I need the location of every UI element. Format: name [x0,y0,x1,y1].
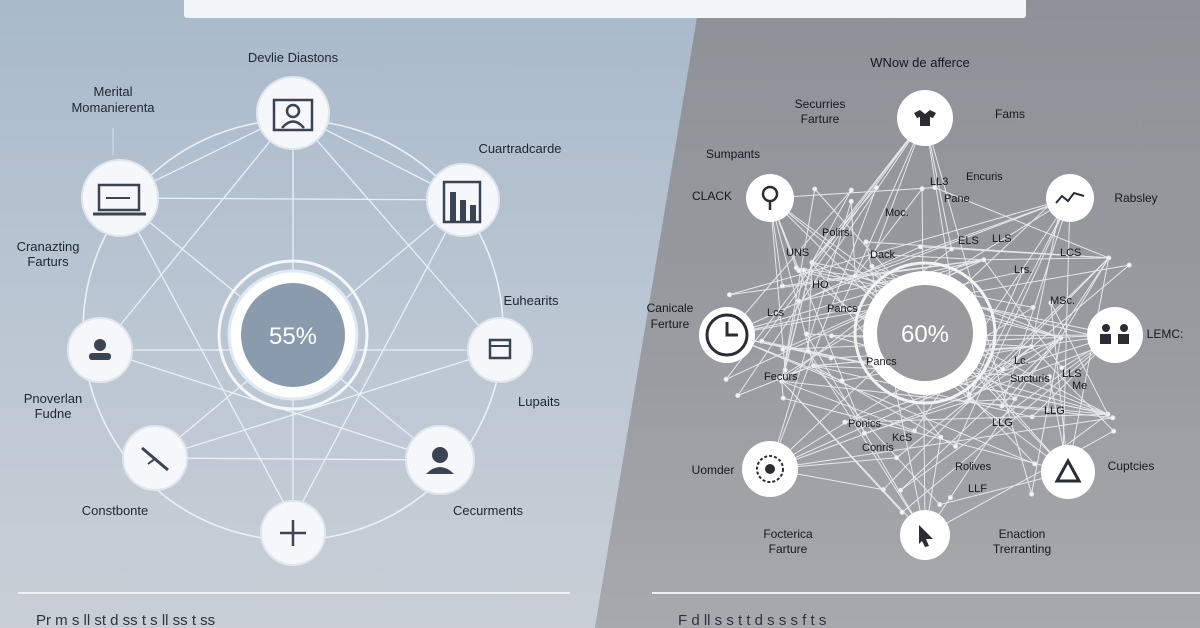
tools-icon[interactable] [122,425,188,491]
triangle-icon[interactable] [1041,445,1095,499]
left-heading: Devlie Diastons [248,50,339,65]
label-constbonte: Constbonte [82,503,149,518]
right-center-value: 60% [901,321,949,348]
right-center-glow [853,261,997,405]
clock-icon[interactable] [699,307,755,363]
label-farture-top: Farture [801,112,840,126]
left-center-glow [217,259,369,411]
cluster-word: Lc. [1014,355,1029,367]
label-momanierenta: Momanierenta [71,100,155,115]
cluster-word: LCS [1060,247,1081,259]
bar-chart-icon[interactable] [426,163,500,237]
user-icon[interactable] [67,317,133,383]
label-ferture: Ferture [651,317,690,331]
label-trerranting: Trerranting [993,542,1051,556]
label-lemc: LEMC: [1147,327,1184,341]
person-frame-icon[interactable] [256,76,330,150]
left-network: 55% [17,50,562,566]
cluster-word: Moc. [885,207,909,219]
globe-icon[interactable] [742,441,798,497]
cluster-word: Rolives [955,461,992,473]
people-icon[interactable] [1087,307,1143,363]
label-farturs: Farturs [27,254,69,269]
cluster-word: KcS [892,432,912,444]
label-lupaits: Lupaits [518,394,560,409]
cluster-word: HO [812,279,829,291]
cluster-word: Pane [944,193,970,205]
cluster-word: Lrs. [1014,264,1032,276]
label-cecurments: Cecurments [453,503,524,518]
right-footer-text: F d ll s s t t d s s s f t s [678,612,827,628]
cluster-word: LLS [992,233,1012,245]
label-fudne: Fudne [35,406,72,421]
label-farture-bottom: Farture [769,542,808,556]
profile-icon[interactable] [405,425,475,495]
label-sumpants: Sumpants [706,147,760,161]
left-center-fill [241,283,345,387]
cluster-word: Dack [870,249,896,261]
label-cuartradcarde: Cuartradcarde [478,141,561,156]
cluster-word: MSc. [1050,295,1075,307]
cluster-word: Pancs [827,303,858,315]
cluster-word: LLF [968,483,987,495]
cluster-word: Polirs. [822,227,853,239]
right-center-fill [877,285,973,381]
cluster-word: Ponics [848,418,882,430]
trend-line-icon[interactable] [1046,174,1094,222]
cluster-word: Lcs [767,307,785,319]
left-center-value: 55% [269,323,317,350]
cluster-word: Me [1072,380,1087,392]
cursor-icon[interactable] [900,510,950,560]
label-pnoverlan: Pnoverlan [24,391,83,406]
label-securries: Securries [795,97,846,111]
screen-icon[interactable] [467,317,533,383]
right-network: 60% [647,55,1184,560]
cluster-word: Pancs [866,356,897,368]
left-footer-text: Pr m s ll st d ss t s ll ss t ss [36,612,216,628]
label-uomder: Uomder [692,463,735,477]
label-focterica: Focterica [763,527,813,541]
location-pin-icon[interactable] [746,174,794,222]
cluster-word: UNS [786,247,809,259]
label-enaction: Enaction [999,527,1046,541]
cluster-word: LLG [992,417,1013,429]
cluster-word: Encuris [966,171,1003,183]
cluster-word: LLS [1062,368,1082,380]
label-rabsley: Rabsley [1114,191,1157,205]
label-cranazting: Cranazting [17,239,80,254]
left-divider [18,592,570,594]
cluster-word: LL3 [930,176,948,188]
label-clack: CLACK [692,189,732,203]
laptop-chart-icon[interactable] [81,159,159,237]
plus-icon[interactable] [260,500,326,566]
cluster-word: ELS [958,235,979,247]
label-fams: Fams [995,107,1025,121]
label-merital: Merital [93,84,132,99]
title-bar [184,0,1026,18]
cluster-word: Sucturis [1010,373,1050,385]
label-cuptcies: Cuptcies [1108,459,1155,473]
label-euhearits: Euhearits [504,293,559,308]
cluster-word: Fecurs [764,371,798,383]
cluster-word: Conris [862,442,894,454]
right-heading: WNow de afferce [870,55,969,70]
shirt-icon[interactable] [897,90,953,146]
cluster-word: LLG [1044,405,1065,417]
right-divider [652,592,1200,594]
label-canicale: Canicale [647,301,694,315]
